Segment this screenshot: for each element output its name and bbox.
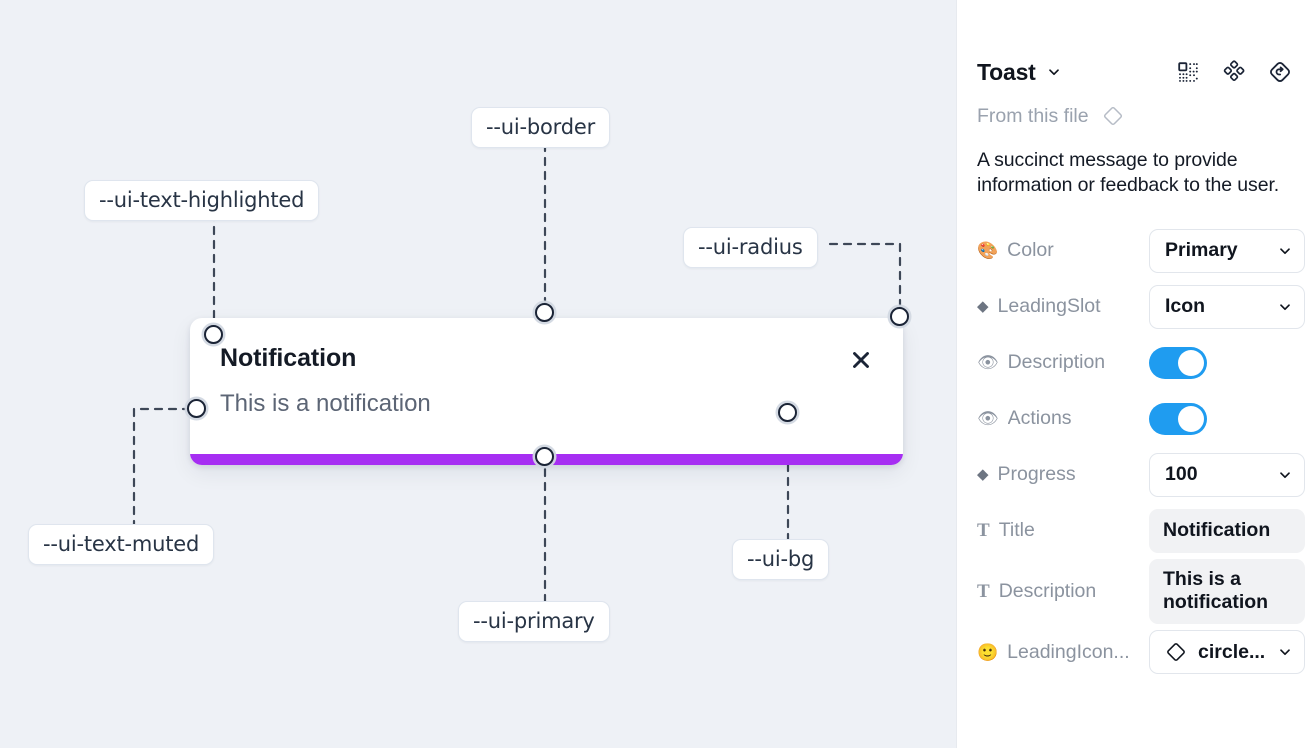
property-name: Actions	[1007, 407, 1072, 430]
property-label-progress: ◆ Progress	[977, 463, 1149, 486]
annotation-chip-ui-primary[interactable]: --ui-primary	[458, 601, 610, 642]
toast-description: This is a notification	[220, 389, 431, 417]
diamond-icon: ◆	[977, 298, 989, 316]
description-toggle[interactable]	[1149, 346, 1207, 379]
diamond-icon	[1103, 106, 1122, 126]
annotation-chip-ui-text-highlighted[interactable]: --ui-text-highlighted	[84, 180, 320, 221]
property-label-actions: 👁 Actions	[977, 407, 1149, 430]
panel-title-dropdown[interactable]	[1047, 65, 1061, 79]
color-select[interactable]: Primary	[1149, 228, 1305, 273]
eye-emoji-icon: 👁	[977, 353, 999, 373]
property-row-description-toggle: 👁 Description	[977, 335, 1292, 391]
toast-content: Notification This is a notification	[190, 318, 903, 465]
property-row-actions-toggle: 👁 Actions	[977, 391, 1292, 447]
description-input[interactable]: This is a notification	[1149, 558, 1305, 625]
progress-select[interactable]: 100	[1149, 452, 1305, 497]
property-name: Color	[1007, 239, 1054, 262]
text-t-icon: T	[977, 580, 990, 602]
text-t-icon: T	[977, 520, 990, 542]
color-value: Primary	[1165, 239, 1238, 262]
property-label-leadingicon: 🙂 LeadingIcon...	[977, 641, 1149, 664]
variants-diamond-dots-icon	[1223, 60, 1245, 82]
toast-title: Notification	[220, 344, 357, 372]
reset-instance-icon	[1270, 62, 1290, 82]
property-name: Description	[1007, 351, 1106, 374]
diamond-icon	[1165, 641, 1187, 663]
panel-header-actions	[1176, 60, 1292, 84]
panel-title: Toast	[977, 58, 1036, 85]
annotation-chip-ui-bg[interactable]: --ui-bg	[732, 539, 830, 580]
annotation-chip-ui-text-muted[interactable]: --ui-text-muted	[28, 524, 215, 565]
property-row-progress: ◆ Progress 100	[977, 447, 1305, 503]
chevron-down-icon	[1278, 468, 1292, 482]
property-row-leadingslot: ◆ LeadingSlot Icon	[977, 279, 1305, 335]
toggle-knob	[1178, 349, 1204, 376]
variants-button[interactable]	[1222, 60, 1246, 84]
property-row-title: T Title Notification	[977, 503, 1305, 559]
property-name: LeadingIcon...	[1007, 640, 1130, 663]
property-name: Description	[998, 579, 1097, 602]
property-row-leadingicon: 🙂 LeadingIcon... circle...	[977, 624, 1305, 680]
chevron-down-icon	[1048, 69, 1059, 76]
handle-ui-radius[interactable]	[890, 307, 909, 326]
chevron-down-icon	[1278, 645, 1292, 659]
reset-instance-button[interactable]	[1268, 60, 1292, 84]
handle-ui-text-highlighted[interactable]	[204, 325, 223, 344]
wire-ui-text-muted	[132, 407, 199, 530]
design-canvas[interactable]: Notification This is a notification --ui…	[0, 0, 956, 748]
property-label-description-text: T Description	[977, 580, 1149, 603]
from-this-file-label: From this file	[977, 104, 1089, 127]
smiley-emoji-icon: 🙂	[977, 642, 999, 662]
component-description: A succinct message to provide informatio…	[977, 149, 1280, 197]
progress-value: 100	[1165, 463, 1198, 486]
panel-header: Toast	[977, 46, 1292, 98]
from-this-file-row[interactable]: From this file	[977, 104, 1292, 128]
properties-panel: Toast	[956, 0, 1312, 748]
property-label-description-visible: 👁 Description	[977, 351, 1149, 374]
property-name: Title	[998, 519, 1035, 542]
annotation-chip-ui-radius[interactable]: --ui-radius	[683, 227, 818, 268]
property-name: Progress	[997, 463, 1076, 486]
palette-emoji-icon: 🎨	[977, 241, 999, 261]
toast-component[interactable]: Notification This is a notification	[190, 318, 903, 465]
diamond-icon: ◆	[977, 466, 989, 484]
component-grid-button[interactable]	[1176, 60, 1200, 84]
eye-emoji-icon: 👁	[977, 409, 999, 429]
actions-toggle[interactable]	[1149, 402, 1207, 435]
handle-ui-bg[interactable]	[778, 403, 797, 422]
handle-ui-primary[interactable]	[535, 447, 554, 466]
component-grid-icon	[1178, 62, 1198, 82]
property-label-leadingslot: ◆ LeadingSlot	[977, 295, 1149, 318]
leadingslot-select[interactable]: Icon	[1149, 284, 1305, 329]
annotation-chip-ui-border[interactable]: --ui-border	[471, 107, 611, 148]
handle-ui-text-muted[interactable]	[187, 399, 206, 418]
leadingicon-value: circle...	[1198, 640, 1266, 663]
chevron-down-icon	[1278, 244, 1292, 258]
wire-ui-radius	[828, 242, 902, 319]
property-label-color: 🎨 Color	[977, 239, 1149, 262]
title-input[interactable]: Notification	[1149, 508, 1305, 553]
leadingicon-select[interactable]: circle...	[1149, 630, 1305, 675]
leadingslot-value: Icon	[1165, 295, 1206, 318]
toggle-knob	[1178, 405, 1204, 432]
property-row-color: 🎨 Color Primary	[977, 223, 1305, 279]
toast-close-button[interactable]	[847, 346, 875, 374]
property-name: LeadingSlot	[997, 295, 1101, 318]
property-label-title: T Title	[977, 519, 1149, 542]
handle-ui-border[interactable]	[535, 303, 554, 322]
chevron-down-icon	[1278, 300, 1292, 314]
properties-list: 🎨 Color Primary ◆ LeadingSlot	[977, 223, 1305, 681]
close-icon	[853, 352, 869, 368]
property-row-description-text: T Description This is a notification	[977, 558, 1305, 625]
